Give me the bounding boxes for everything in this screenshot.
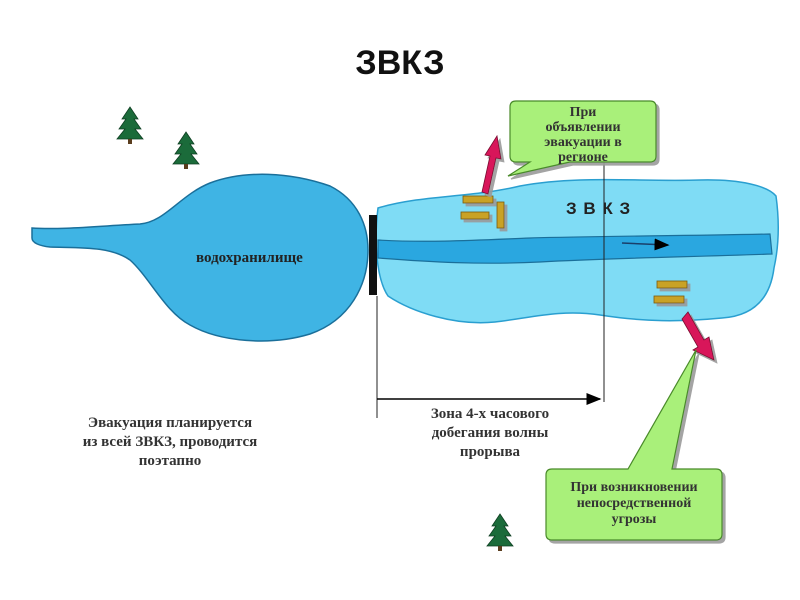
zone-note-line: прорыва <box>459 444 521 460</box>
dam-icon <box>369 215 377 295</box>
tree-icon <box>172 131 200 169</box>
left-note-line: из всей ЗВКЗ, проводится <box>82 434 258 450</box>
tree-icon <box>486 513 514 551</box>
callout-bottom-line: непосредственной <box>576 496 692 511</box>
page-title: ЗВКЗ <box>355 44 445 82</box>
callout-top-line: объявлении <box>545 120 621 135</box>
building-icon <box>460 195 505 229</box>
river-shape <box>377 233 773 264</box>
zone-label: З В К З <box>566 199 632 218</box>
callout-bottom-shape <box>545 349 723 541</box>
left-note-line: Эвакуация планируется <box>87 415 253 431</box>
left-note: Эвакуация планируется из всей ЗВКЗ, пров… <box>40 414 300 471</box>
callout-top-line: эвакуации в <box>544 135 622 150</box>
left-note-line: поэтапно <box>138 453 202 469</box>
callout-bottom-line: угрозы <box>611 512 657 527</box>
reservoir-label: водохранилище <box>196 250 303 266</box>
evacuation-arrow-icon <box>481 134 502 195</box>
reservoir-shape <box>31 173 369 342</box>
callout-top-shape <box>507 100 657 177</box>
zone-note-line: добегания волны <box>431 425 549 441</box>
zone-note: Зона 4-х часового добегания волны прорыв… <box>395 405 585 462</box>
flow-arrow-icon <box>621 238 670 251</box>
evacuation-arrow-icon <box>681 311 715 361</box>
building-icon <box>653 280 688 304</box>
zone-note-line: Зона 4-х часового <box>430 406 550 422</box>
callout-bottom-line: При возникновении <box>570 480 698 495</box>
callout-bottom-text: При возникновении непосредственной угроз… <box>546 480 722 528</box>
callout-top-line: При <box>569 105 597 120</box>
callout-top-text: При объявлении эвакуации в регионе <box>510 105 656 165</box>
callout-top-line: регионе <box>558 150 608 165</box>
tree-icon <box>116 106 144 144</box>
